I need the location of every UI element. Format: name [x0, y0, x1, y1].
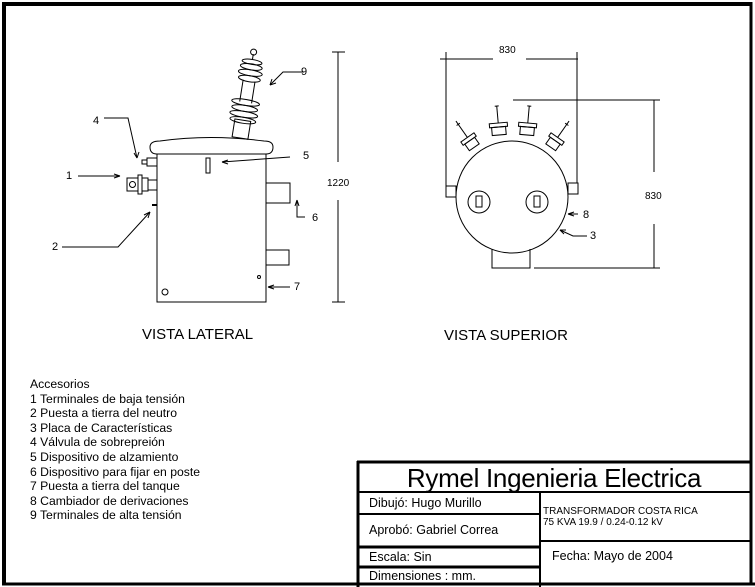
drawing-date: Fecha: Mayo de 2004 [552, 549, 673, 563]
callout-5: 5 [303, 150, 310, 162]
accessories-list: Accesorios 1 Terminales de baja tensión … [30, 377, 200, 523]
callout-1: 1 [66, 170, 73, 182]
bushing-3 [517, 105, 538, 137]
accessory-item: 1 Terminales de baja tensión [30, 391, 185, 406]
leader-3 [559, 229, 587, 237]
drawn-by: Dibujó: Hugo Murillo [369, 496, 482, 510]
high-voltage-bushing [229, 48, 263, 140]
superior-view [440, 52, 660, 269]
callout-8: 8 [583, 209, 590, 221]
lateral-view-title: VISTA LATERAL [142, 326, 254, 343]
tank-body [156, 153, 267, 303]
tank-top-circle [455, 140, 569, 254]
callout-6: 6 [312, 212, 319, 224]
leader-4 [104, 117, 138, 159]
dimension-depth-label: 830 [645, 191, 662, 202]
bushing-2 [488, 105, 509, 137]
leader-5 [221, 156, 291, 163]
approved-by: Aprobó: Gabriel Correa [369, 523, 499, 537]
low-voltage-terminal [126, 177, 139, 192]
bushing-1 [455, 120, 480, 152]
product-rating: 75 KVA 19.9 / 0.24-0.12 kV [543, 517, 663, 528]
title-block: Rymel Ingenieria Electrica Dibujó: Hugo … [357, 461, 751, 587]
callout-2: 2 [52, 241, 59, 253]
leader-9 [269, 71, 304, 86]
callout-7: 7 [294, 281, 301, 293]
dimension-width-label: 830 [499, 45, 516, 56]
pole-bracket-lower [266, 249, 290, 266]
scale: Escala: Sin [369, 550, 432, 564]
title-block-grid [356, 460, 752, 587]
lateral-view [62, 48, 345, 303]
accessory-item: 3 Placa de Características [30, 420, 173, 435]
accessory-item: 2 Puesta a tierra del neutro [30, 406, 178, 421]
accessory-item: 8 Cambiador de derivaciones [30, 493, 189, 508]
accessory-item: 4 Válvula de sobrepreión [30, 435, 165, 450]
lifting-lug [205, 157, 211, 174]
callout-4: 4 [93, 115, 100, 127]
callout-9: 9 [301, 66, 308, 78]
pole-bracket-upper [266, 182, 291, 204]
accessory-item: 7 Puesta a tierra del tanque [30, 479, 180, 494]
leader-2 [62, 211, 151, 248]
accessory-item: 5 Dispositivo de alzamiento [30, 449, 179, 464]
leader-6 [296, 200, 305, 218]
product-description: TRANSFORMADOR COSTA RICA 75 KVA 19.9 / 0… [543, 506, 698, 528]
accessories-heading: Accesorios [30, 377, 90, 391]
accessory-item: 6 Dispositivo para fijar en poste [30, 464, 201, 479]
callout-3: 3 [590, 230, 597, 242]
tank-lid [149, 137, 274, 155]
accessory-item: 9 Terminales de alta tensión [30, 508, 182, 523]
dimension-height-label: 1220 [327, 178, 350, 189]
dimension-units: Dimensiones : mm. [369, 569, 476, 583]
company-name: Rymel Ingenieria Electrica [406, 463, 702, 493]
bushing-4 [545, 120, 570, 152]
pole-bracket-top-view [491, 249, 531, 269]
product-name: TRANSFORMADOR COSTA RICA [543, 506, 698, 517]
superior-view-title: VISTA SUPERIOR [444, 327, 568, 344]
